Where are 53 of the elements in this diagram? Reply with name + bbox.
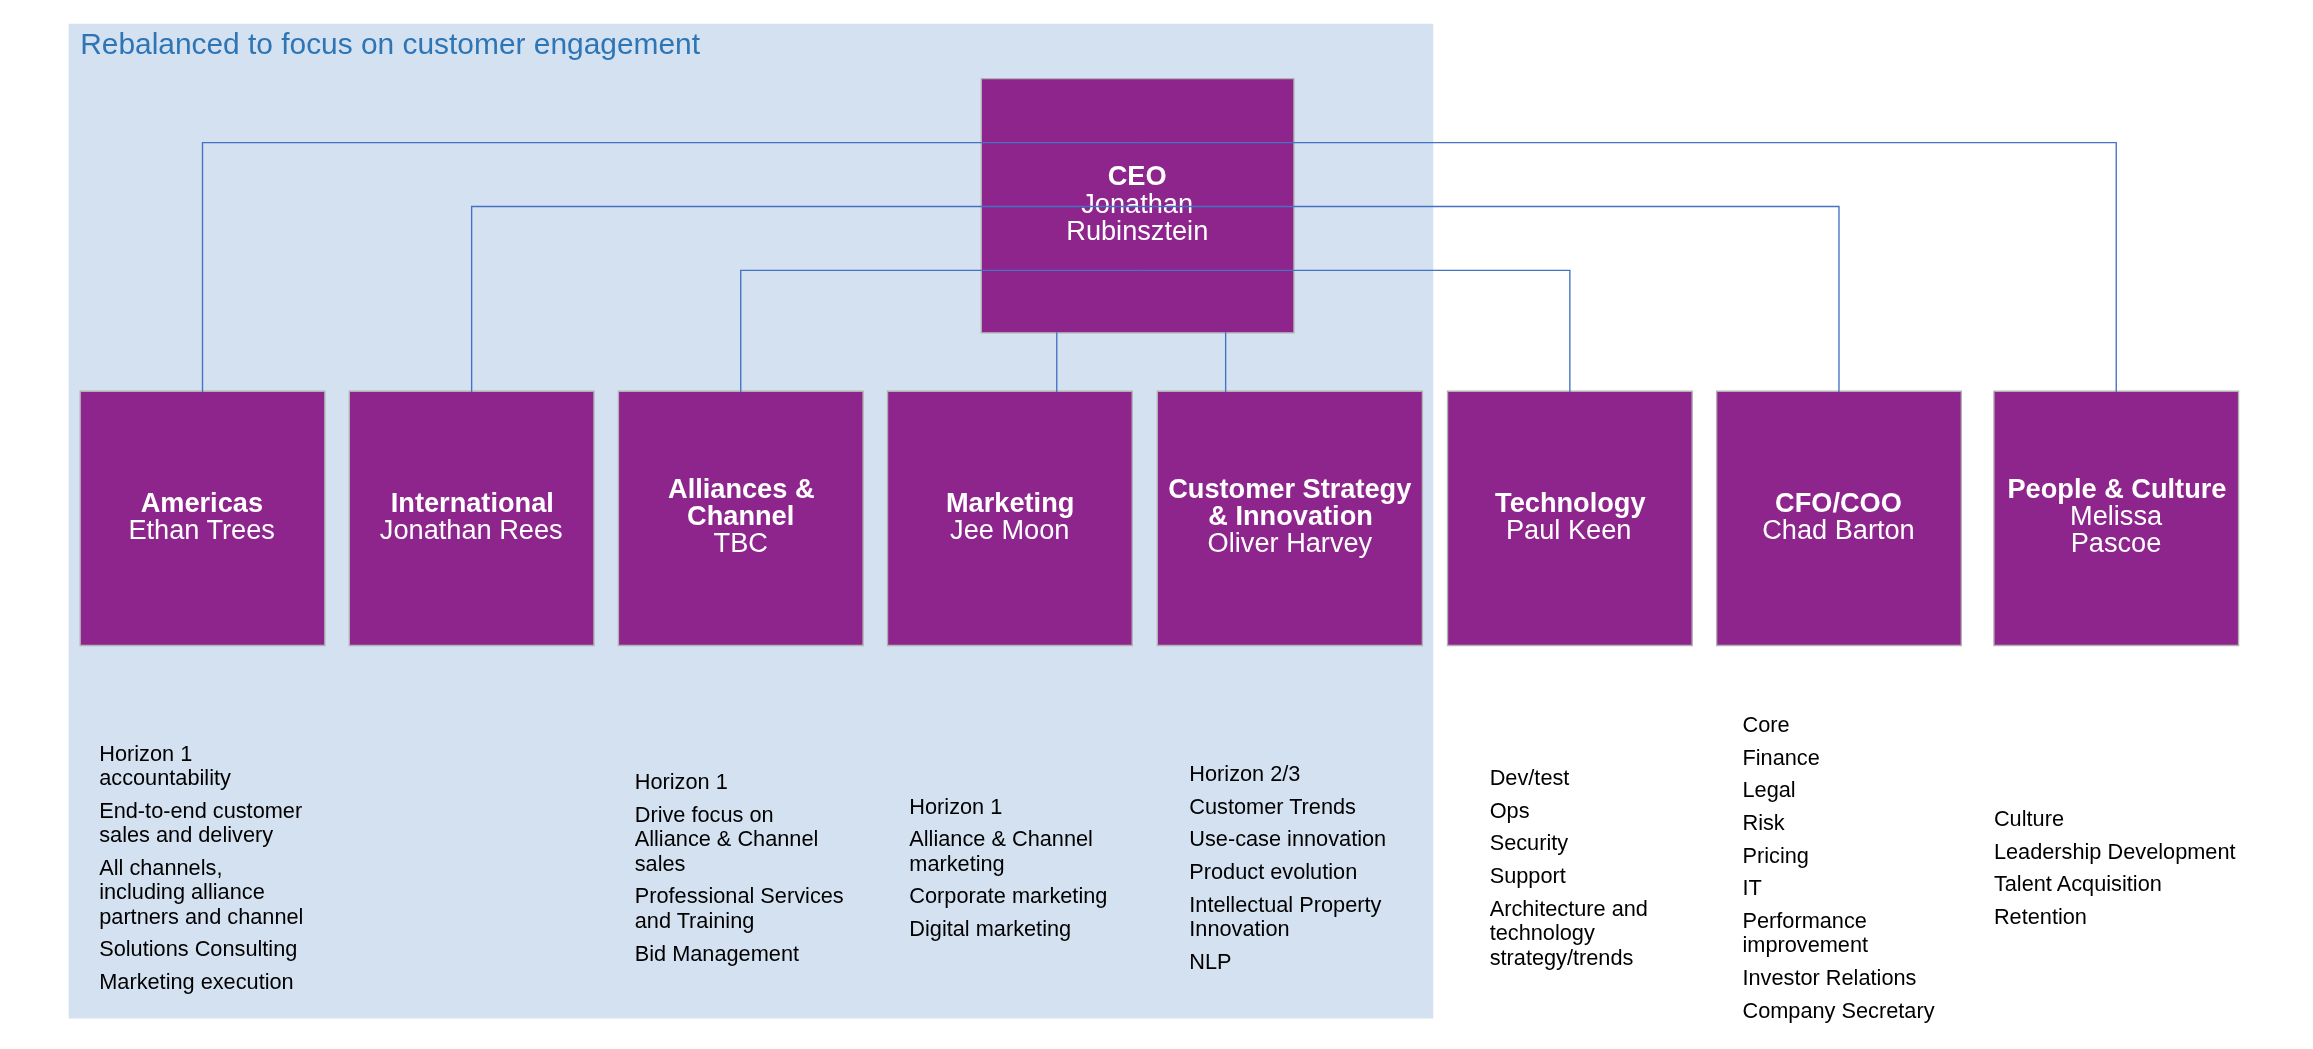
node-box: International Jonathan Rees bbox=[348, 390, 595, 647]
node-label: Performance improvement bbox=[1741, 907, 1868, 958]
node-label: Finance bbox=[1741, 744, 1820, 770]
node-label: Customer Trends bbox=[1188, 793, 1356, 819]
node-box: People & Culture Melissa Pascoe bbox=[1992, 390, 2239, 647]
connector bbox=[739, 269, 1138, 393]
connector bbox=[1136, 205, 1840, 393]
node-label: Retention bbox=[1993, 903, 2087, 929]
node-label: Core bbox=[1741, 712, 1790, 738]
connector bbox=[1136, 269, 1571, 393]
connector bbox=[1224, 331, 1226, 393]
node-label: Alliance & Channel marketing bbox=[908, 826, 1093, 876]
node-label: Pricing bbox=[1741, 842, 1809, 868]
node-label: Architecture and technology strategy/trends bbox=[1489, 895, 1648, 970]
node-label: Bid Management bbox=[634, 940, 799, 966]
node-label: Investor Relations bbox=[1741, 964, 1916, 990]
node-box: Technology Paul Keen bbox=[1446, 390, 1693, 647]
node-box: Customer Strategy & Innovation Oliver Harvey bbox=[1156, 390, 1423, 647]
node-label: Risk bbox=[1741, 810, 1785, 836]
node-label: Support bbox=[1489, 863, 1566, 889]
node-label: Horizon 1 bbox=[908, 793, 1002, 819]
node-label: Legal bbox=[1741, 777, 1796, 803]
node-box: Americas Ethan Trees bbox=[79, 390, 325, 647]
node-label: Drive focus on Alliance & Channel sales bbox=[634, 801, 818, 876]
node-label: Use-case innovation bbox=[1188, 826, 1386, 852]
node-label: All channels, including alliance partners and channel bbox=[98, 854, 303, 929]
node-label: End-to-end customer sales and delivery bbox=[98, 797, 302, 848]
node-label: Dev/test bbox=[1489, 765, 1569, 791]
node-box: CFO/COO Chad Barton bbox=[1715, 390, 1962, 647]
connector bbox=[470, 205, 1138, 393]
node-label: Talent Acquisition bbox=[1993, 871, 2162, 897]
node-label: IT bbox=[1741, 875, 1762, 901]
node-label: Marketing execution bbox=[98, 969, 294, 995]
node-label: Leadership Development bbox=[1993, 838, 2236, 864]
connector bbox=[201, 141, 1138, 393]
node-label: Intellectual Property Innovation bbox=[1188, 891, 1381, 942]
node-box: Marketing Jee Moon bbox=[886, 390, 1133, 647]
node-box: Alliances & Channel TBC bbox=[617, 390, 864, 647]
node-label: NLP bbox=[1188, 948, 1232, 974]
node-label: Horizon 2/3 bbox=[1188, 761, 1300, 787]
node-label: Ops bbox=[1489, 797, 1530, 823]
node-label: Culture bbox=[1993, 805, 2064, 831]
node-label: Security bbox=[1489, 830, 1568, 856]
node-label: Corporate marketing bbox=[908, 883, 1107, 909]
connector bbox=[1136, 141, 2117, 393]
node-label: Horizon 1 bbox=[634, 769, 728, 795]
node-label: Solutions Consulting bbox=[98, 936, 297, 962]
node-label: Digital marketing bbox=[908, 916, 1071, 942]
node-label: Product evolution bbox=[1188, 858, 1357, 884]
node-label: Horizon 1 accountability bbox=[98, 740, 231, 791]
connector bbox=[1055, 331, 1057, 393]
node-label: Professional Services and Training bbox=[634, 883, 844, 933]
node-label: Company Secretary bbox=[1741, 997, 1935, 1023]
